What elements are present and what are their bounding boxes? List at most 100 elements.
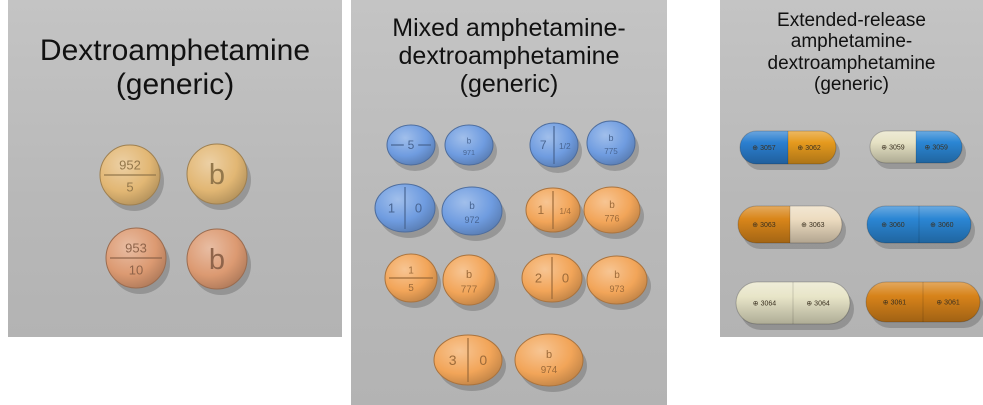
imprint-text: 776 bbox=[604, 214, 619, 224]
imprint-text: b bbox=[609, 200, 615, 211]
imprint-text: ⊕ 3059 bbox=[925, 145, 948, 152]
capsule-outline bbox=[869, 130, 963, 164]
imprint-text: b bbox=[466, 269, 472, 281]
tablet: b 776 bbox=[583, 186, 644, 239]
imprint-text: 0 bbox=[479, 352, 487, 368]
imprint-text: b bbox=[469, 201, 475, 212]
imprint-text: 10 bbox=[129, 263, 143, 278]
tablet-body bbox=[514, 333, 584, 387]
imprint-text: 775 bbox=[604, 147, 618, 156]
imprint-text: 972 bbox=[464, 215, 479, 225]
capsule-cap-left bbox=[870, 131, 917, 163]
imprint-text: 5 bbox=[408, 138, 415, 152]
imprint-text: 973 bbox=[609, 284, 624, 294]
capsule-cap-right bbox=[919, 206, 971, 243]
imprint-text: b bbox=[546, 349, 552, 361]
capsule-image: ⊕ 3057⊕ 3062⊕ 3059⊕ 3059⊕ 3063⊕ 3063⊕ 30… bbox=[735, 130, 983, 330]
imprint-text: ⊕ 3061 bbox=[883, 300, 906, 307]
tablet: 1 1/4 bbox=[525, 187, 584, 238]
tablet-body bbox=[586, 120, 636, 166]
imprint-text: 0 bbox=[562, 271, 569, 286]
imprint-text: 1 bbox=[538, 203, 545, 217]
tablet-body bbox=[441, 186, 503, 236]
imprint-text: 971 bbox=[463, 148, 475, 157]
imprint-text: 7 bbox=[540, 138, 547, 152]
tablet-body bbox=[186, 143, 248, 205]
imprint-text: 1 bbox=[388, 201, 395, 216]
capsule-cap-right bbox=[923, 282, 980, 322]
panel-title: Mixed amphetamine- dextroamphetamine (ge… bbox=[351, 14, 667, 98]
capsule-cap-left bbox=[867, 206, 920, 243]
capsule-cap-left bbox=[866, 282, 924, 322]
imprint-text: 1/4 bbox=[559, 206, 571, 216]
tablet-body bbox=[444, 124, 494, 166]
capsule: ⊕ 3061 ⊕ 3061 bbox=[865, 281, 983, 328]
imprint-text: 952 bbox=[119, 158, 141, 173]
imprint-text: 1 bbox=[408, 266, 414, 277]
tablet: b bbox=[186, 143, 251, 210]
tablet: 15 bbox=[384, 253, 441, 308]
imprint-text: 2 bbox=[535, 271, 542, 286]
tablet-body bbox=[442, 254, 496, 306]
panel-title-line: Extended-release bbox=[777, 10, 926, 31]
mixed-amphetamine-panel: Mixed amphetamine- dextroamphetamine (ge… bbox=[351, 0, 667, 405]
capsule-cap-left bbox=[736, 282, 794, 324]
panel-title: Dextroamphetamine (generic) bbox=[8, 34, 342, 101]
tablet: b bbox=[186, 228, 251, 295]
imprint-text: ⊕ 3064 bbox=[806, 301, 829, 308]
panel-title-line: (generic) bbox=[115, 67, 235, 101]
panel-title: Extended-release amphetamine- dextroamph… bbox=[720, 10, 983, 95]
capsule-cap-right bbox=[790, 206, 842, 243]
imprint-text: ⊕ 3057 bbox=[752, 145, 775, 152]
capsule-cap-right bbox=[916, 131, 962, 163]
imprint-text: b bbox=[467, 136, 472, 145]
tablet: b 971 bbox=[444, 124, 497, 171]
imprint-text: ⊕ 3059 bbox=[881, 145, 904, 152]
extended-release-panel: Extended-release amphetamine- dextroamph… bbox=[720, 0, 983, 337]
capsule-cap-right bbox=[788, 131, 836, 164]
capsule: ⊕ 3064⊕ 3064 bbox=[735, 281, 854, 330]
imprint-text: 974 bbox=[541, 365, 558, 376]
imprint-text: 1/2 bbox=[559, 141, 571, 151]
capsule-cap-left bbox=[740, 131, 789, 164]
capsule-outline bbox=[739, 130, 837, 165]
tablet-body bbox=[583, 186, 641, 234]
capsule: ⊕ 3063⊕ 3063 bbox=[737, 205, 846, 249]
tablet-body bbox=[186, 228, 248, 290]
capsule-outline bbox=[735, 281, 851, 325]
capsule-outline bbox=[737, 205, 843, 244]
tablet: b 972 bbox=[441, 186, 506, 241]
panel-title-line: amphetamine- bbox=[790, 31, 913, 53]
imprint-text: ⊕ 3063 bbox=[752, 222, 775, 229]
imprint-text: ⊕ 3060 bbox=[881, 222, 904, 229]
capsule-outline bbox=[865, 281, 981, 323]
imprint-text: b bbox=[614, 270, 620, 281]
capsule-cap-left bbox=[738, 206, 791, 243]
imprint-text: b bbox=[209, 244, 225, 276]
tablet-body bbox=[586, 255, 648, 305]
panel-title-line: (generic) bbox=[459, 70, 559, 98]
imprint-text: ⊕ 3061 bbox=[936, 300, 959, 307]
panel-title-line: dextroamphetamine bbox=[398, 42, 620, 70]
capsule-outline bbox=[866, 205, 972, 244]
panel-title-line: Mixed amphetamine- bbox=[392, 14, 626, 42]
panel-title-line: dextroamphetamine bbox=[767, 52, 936, 74]
tablet: b 974 bbox=[514, 333, 587, 392]
imprint-text: ⊕ 3060 bbox=[930, 222, 953, 229]
capsule: ⊕ 3060 ⊕ 3060 bbox=[866, 205, 975, 249]
imprint-text: 953 bbox=[125, 241, 147, 256]
imprint-text: ⊕ 3062 bbox=[797, 145, 820, 152]
tablet-body bbox=[386, 124, 436, 166]
imprint-text: 3 bbox=[449, 352, 457, 368]
imprint-text: 5 bbox=[126, 180, 133, 195]
tablet: 7 1/2 bbox=[529, 122, 582, 173]
